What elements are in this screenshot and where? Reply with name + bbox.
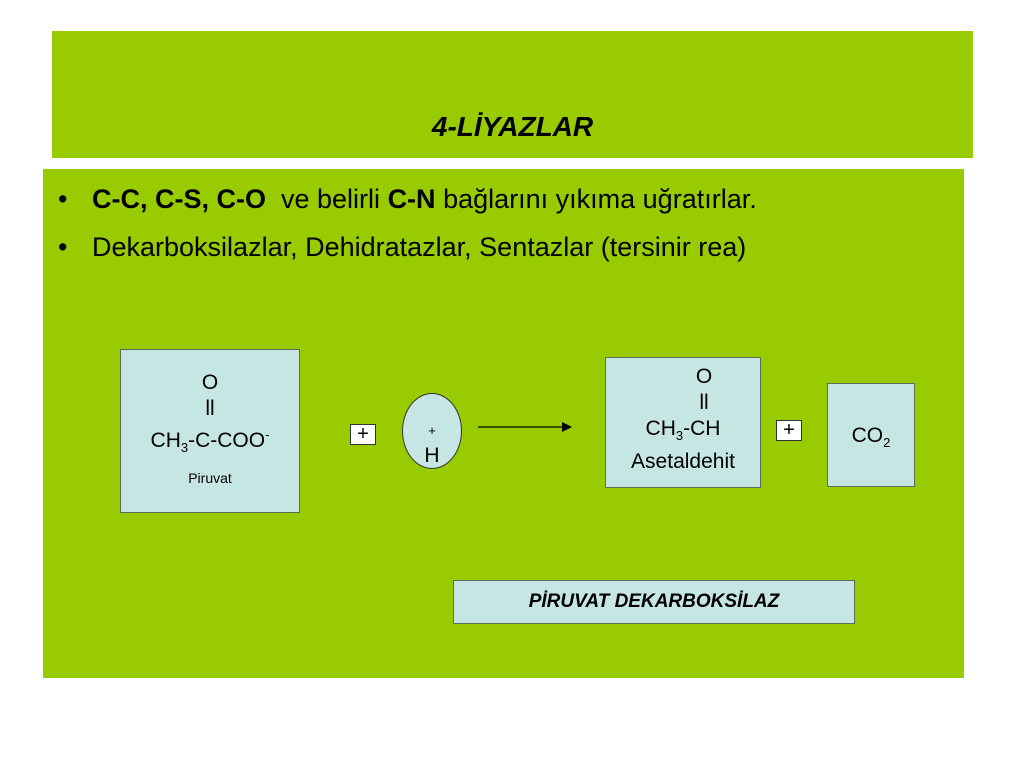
bullet-text-2: Dekarboksilazlar, Dehidratazlar, Sentazl…: [92, 232, 747, 262]
bond-types-bold: C-C, C-S, C-O: [92, 184, 266, 214]
acetaldehyde-formula-ch: CH: [645, 417, 676, 440]
bullet-text-1: C-C, C-S, C-O ve belirli C-N bağlarını y…: [92, 183, 757, 215]
co2-formula: CO2: [828, 423, 914, 456]
proton-label: H+: [403, 419, 461, 467]
acetaldehyde-formula: CH3-CH: [606, 416, 760, 449]
reaction-arrow-icon: [478, 422, 572, 432]
bullet-dot: •: [58, 232, 68, 262]
pyruvate-double-bond: ll: [205, 397, 215, 420]
cn-bond-bold: C-N: [387, 184, 436, 214]
proton-ellipse: H+: [402, 393, 462, 469]
slide-title: 4-LİYAZLAR: [431, 111, 594, 142]
pyruvate-formula-rest: -C-COO: [188, 429, 266, 452]
pyruvate-charge: -: [265, 427, 270, 442]
co2-symbol: CO: [851, 424, 884, 447]
proton-symbol: H: [424, 444, 440, 467]
co2-box: CO2: [827, 383, 915, 487]
pyruvate-box: O ll CH3-C-COO- Piruvat: [120, 349, 300, 513]
bullet-1-part-3: bağlarını yıkıma uğratırlar.: [443, 184, 757, 214]
acetaldehyde-formula-rest: -CH: [683, 417, 721, 440]
pyruvate-oxygen: O: [201, 371, 219, 394]
pyruvate-formula: CH3-C-COO-: [121, 422, 299, 461]
proton-charge: +: [428, 423, 436, 438]
plus-sign: +: [350, 424, 376, 445]
bullet-dot: •: [58, 184, 68, 214]
pyruvate-subscript: 3: [180, 440, 189, 456]
acetaldehyde-oxygen: O: [695, 365, 713, 388]
pyruvate-label: Piruvat: [188, 470, 232, 487]
acetaldehyde-label: Asetaldehit: [631, 450, 735, 474]
acetaldehyde-double-bond: ll: [699, 391, 709, 414]
acetaldehyde-subscript: 3: [675, 428, 684, 444]
bullet-1-part-2: ve belirli: [281, 184, 381, 214]
co2-subscript: 2: [883, 435, 891, 451]
acetaldehyde-box: O ll CH3-CH Asetaldehit: [605, 357, 761, 488]
title-panel: 4-LİYAZLAR: [52, 31, 973, 158]
pyruvate-formula-ch: CH: [150, 429, 181, 452]
plus-sign: +: [776, 420, 802, 441]
enzyme-label: PİRUVAT DEKARBOKSİLAZ: [453, 580, 855, 624]
